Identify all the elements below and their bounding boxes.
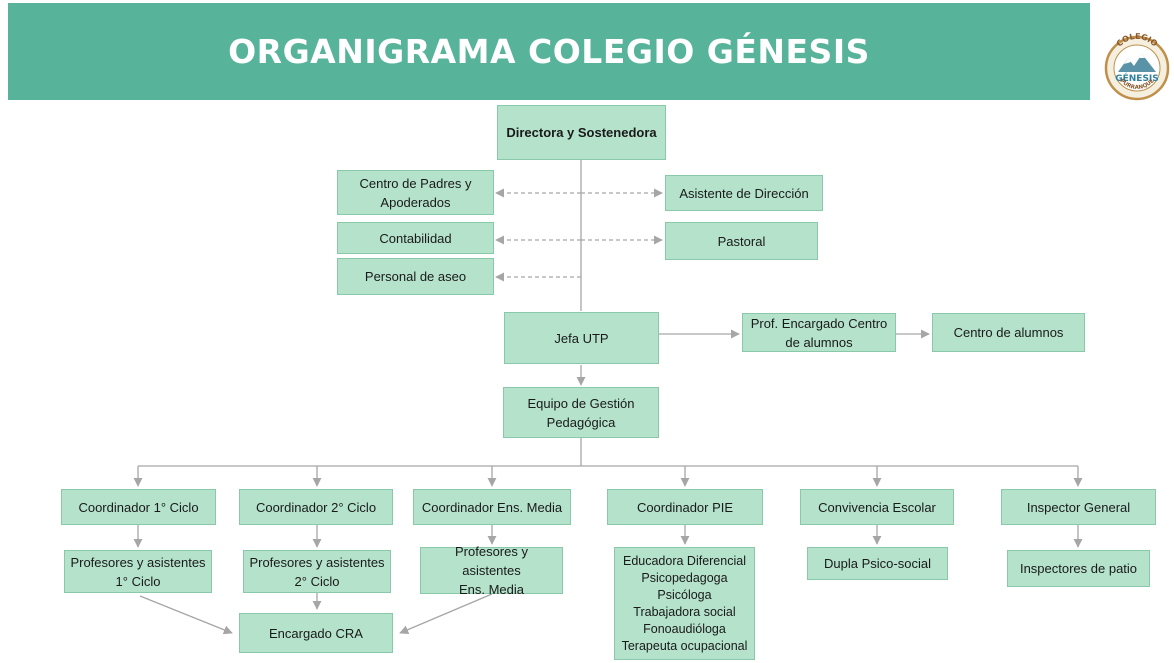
- node-pie-equipo: Educadora Diferencial Psicopedagoga Psic…: [614, 547, 755, 660]
- node-jefa-utp: Jefa UTP: [504, 312, 659, 364]
- node-prof-media: Profesores y asistentes Ens. Media: [420, 544, 563, 597]
- page-title: ORGANIGRAMA COLEGIO GÉNESIS: [228, 32, 870, 71]
- node-coord-media: Coordinador Ens. Media: [413, 489, 571, 525]
- node-pastoral: Pastoral: [665, 222, 818, 260]
- logo-text-middle: GÉNESIS: [1115, 72, 1159, 84]
- node-coord-1ciclo: Coordinador 1° Ciclo: [61, 489, 216, 525]
- node-prof-1ciclo: Profesores y asistentes 1° Ciclo: [64, 550, 212, 593]
- node-encargado-cra: Encargado CRA: [239, 613, 393, 653]
- line-prof1-to-cra: [139, 595, 233, 635]
- node-centro-alumnos: Centro de alumnos: [932, 313, 1085, 352]
- node-prof-2ciclo: Profesores y asistentes 2° Ciclo: [243, 550, 391, 593]
- node-asistente-direccion: Asistente de Dirección: [665, 175, 823, 211]
- node-coord-2ciclo: Coordinador 2° Ciclo: [239, 489, 393, 525]
- node-coord-pie: Coordinador PIE: [607, 489, 763, 525]
- node-equipo-gestion: Equipo de Gestión Pedagógica: [503, 387, 659, 438]
- node-dupla: Dupla Psico-social: [807, 547, 948, 580]
- node-centro-padres: Centro de Padres y Apoderados: [337, 170, 494, 215]
- node-contabilidad: Contabilidad: [337, 222, 494, 254]
- line-prof-media-to-cra: [399, 593, 493, 634]
- node-prof-encargado: Prof. Encargado Centro de alumnos: [742, 313, 896, 352]
- node-convivencia: Convivencia Escolar: [800, 489, 954, 525]
- node-directora: Directora y Sostenedora: [497, 105, 666, 160]
- node-inspector-general: Inspector General: [1001, 489, 1156, 525]
- node-inspectores-patio: Inspectores de patio: [1007, 550, 1150, 587]
- node-personal-aseo: Personal de aseo: [337, 258, 494, 295]
- title-banner: ORGANIGRAMA COLEGIO GÉNESIS: [8, 3, 1090, 100]
- school-logo: COLEGIO GÉNESIS PURRANQUE: [1104, 32, 1170, 101]
